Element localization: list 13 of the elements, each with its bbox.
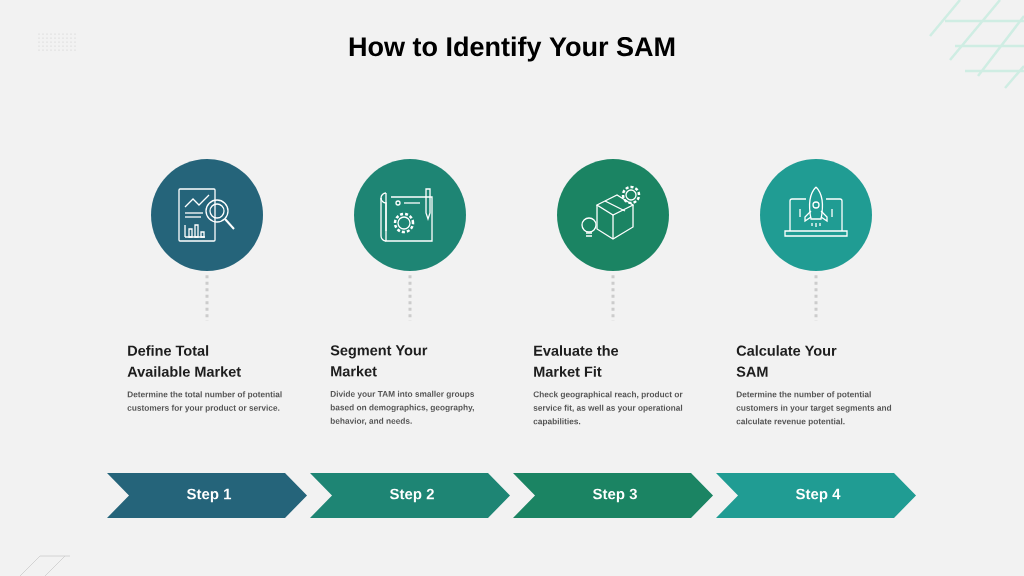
step-banner: Step 3 <box>513 473 713 518</box>
title: How to Identify Your SAM <box>349 36 675 62</box>
step-banner: Step 1 <box>107 473 307 518</box>
step-description: Divide your TAM into smaller groups based on demographics, geography, behavior, and needs. <box>330 390 475 426</box>
step-banner: Step 4 <box>716 473 916 518</box>
step-description: Check geographical reach, product or service fit, as well as your operational capabilities. <box>533 391 683 426</box>
step-heading: Define Total Available Market <box>127 345 241 377</box>
step-banner: Step 2 <box>310 473 510 518</box>
step-heading: Calculate Your SAM <box>736 345 837 377</box>
step-description: Determine the total number of potential customers for your product or service. <box>127 391 282 413</box>
step-description: Determine the number of potential customers in your target segments and calculate revenue potential. <box>736 391 892 426</box>
step-heading: Segment Your Market <box>330 345 428 377</box>
step-heading: Evaluate the Market Fit <box>534 345 619 377</box>
